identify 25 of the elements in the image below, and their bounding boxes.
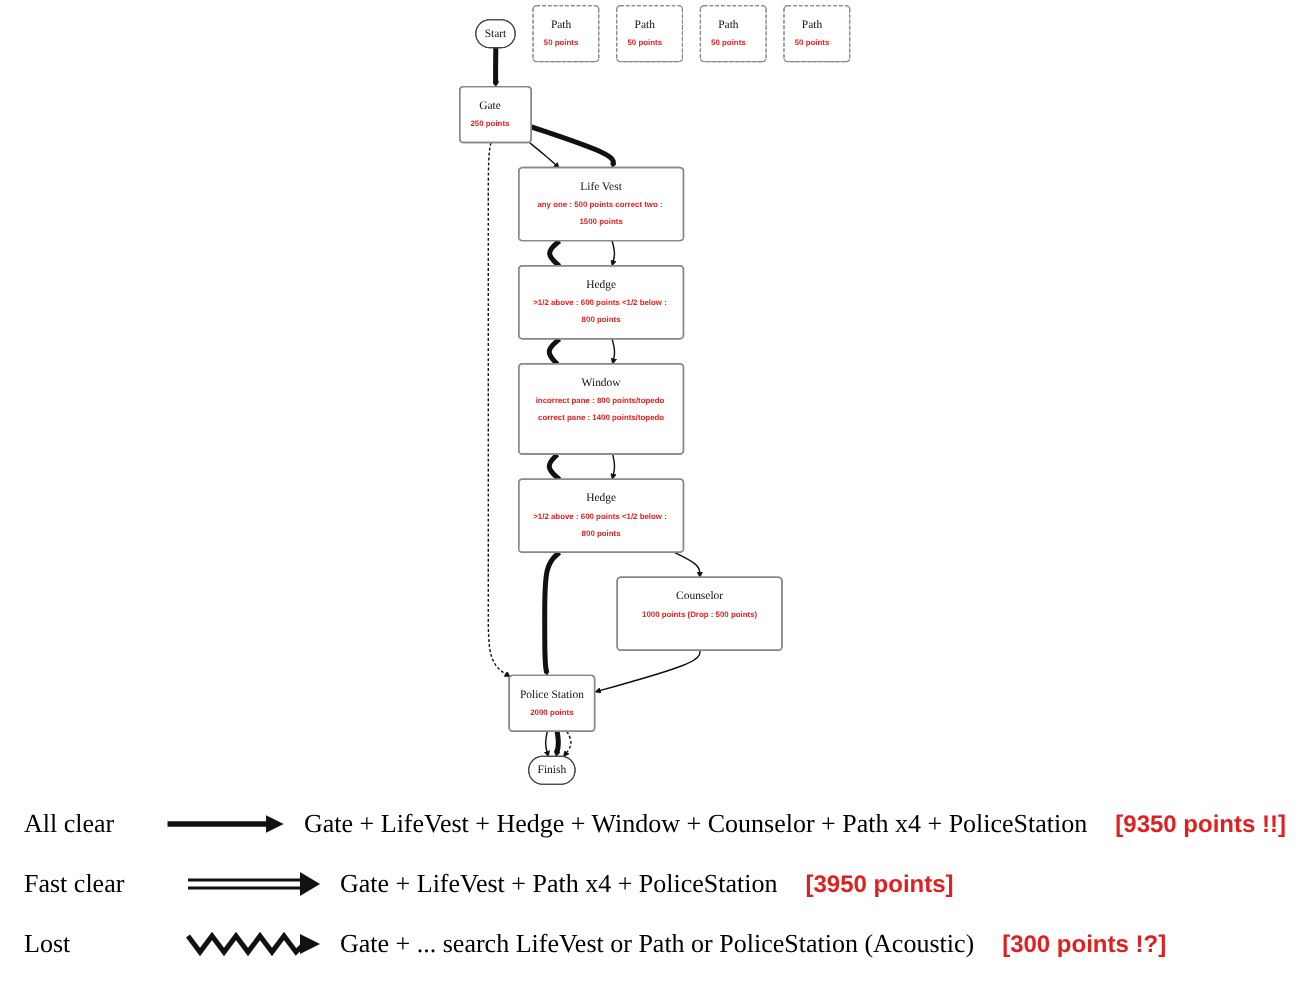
points-total: [3950 points] bbox=[805, 870, 954, 898]
legend-label: All clear bbox=[24, 808, 117, 840]
connector bbox=[547, 239, 562, 268]
points-total: [9350 points !!] bbox=[1115, 810, 1286, 838]
arrow bbox=[544, 730, 551, 757]
legend-description: Gate + LifeVest + Hedge + Window + Counselor + Path x4 + PoliceStation bbox=[304, 808, 1088, 840]
legend-description: Gate + LifeVest + Path x4 + PoliceStation bbox=[340, 868, 778, 900]
arrow bbox=[487, 142, 511, 678]
arrow bbox=[611, 338, 618, 365]
arrow bbox=[492, 47, 500, 88]
arrow bbox=[531, 124, 617, 169]
arrow bbox=[610, 240, 617, 267]
arrow bbox=[542, 550, 562, 677]
connector bbox=[547, 337, 562, 366]
legend-label: Fast clear bbox=[24, 868, 127, 900]
arrow bbox=[528, 141, 560, 169]
arrow bbox=[554, 731, 562, 757]
legend-label: Lost bbox=[24, 928, 73, 960]
arrow bbox=[610, 453, 617, 480]
connector bbox=[547, 452, 562, 482]
arrow bbox=[674, 551, 704, 578]
arrow bbox=[594, 649, 701, 694]
arrow bbox=[563, 730, 572, 758]
legend-description: Gate + ... search LifeVest or Path or PoliceStation (Acoustic) bbox=[340, 928, 975, 960]
points-total: [300 points !?] bbox=[1002, 930, 1167, 958]
